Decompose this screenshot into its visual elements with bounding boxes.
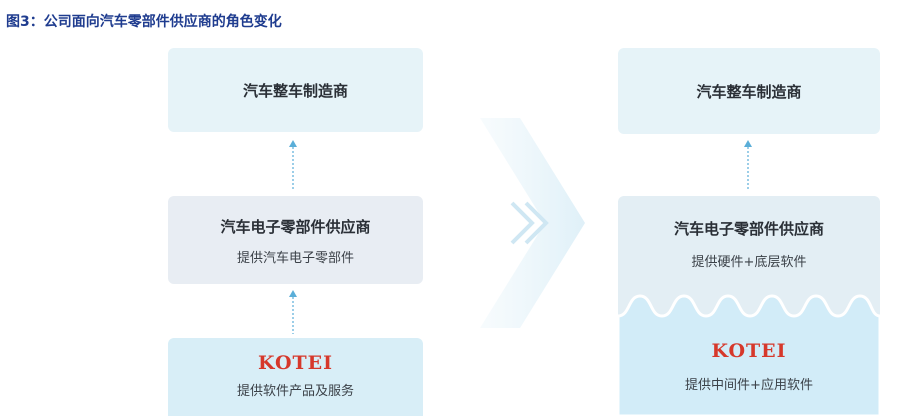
- arrow-up-icon: [289, 140, 297, 190]
- chevron-right-icon: [480, 118, 585, 328]
- left-supplier-title: 汽车电子零部件供应商: [220, 218, 371, 236]
- puzzle-wave-divider: [618, 294, 880, 416]
- right-oem-label: 汽车整车制造商: [696, 83, 802, 101]
- left-arrow-lower: [288, 290, 297, 334]
- left-supplier-box: 汽车电子零部件供应商 提供汽车电子零部件: [168, 196, 423, 284]
- right-supplier-subtitle: 提供硬件+底层软件: [691, 255, 807, 270]
- arrow-up-icon: [289, 290, 297, 334]
- right-combined-box: 汽车电子零部件供应商 提供硬件+底层软件 KOTEI 提供中间件+应用软件: [618, 196, 880, 416]
- right-arrow: [743, 140, 752, 190]
- left-kotei-box: KOTEI 提供软件产品及服务: [168, 338, 423, 416]
- left-kotei-brand: KOTEI: [257, 352, 334, 374]
- right-supplier-title: 汽车电子零部件供应商: [673, 220, 824, 238]
- left-oem-label: 汽车整车制造商: [242, 82, 348, 100]
- arrow-up-icon: [744, 140, 752, 190]
- left-oem-box: 汽车整车制造商: [168, 48, 423, 132]
- left-kotei-subtitle: 提供软件产品及服务: [236, 384, 354, 399]
- right-kotei-brand: KOTEI: [711, 340, 787, 362]
- right-kotei-subtitle: 提供中间件+应用软件: [685, 378, 813, 393]
- figure-title: 图3：公司面向汽车零部件供应商的角色变化: [6, 14, 282, 30]
- left-arrow-upper: [288, 140, 297, 190]
- left-supplier-subtitle: 提供汽车电子零部件: [236, 251, 354, 266]
- transition-chevron: [480, 118, 590, 332]
- right-oem-box: 汽车整车制造商: [618, 48, 880, 134]
